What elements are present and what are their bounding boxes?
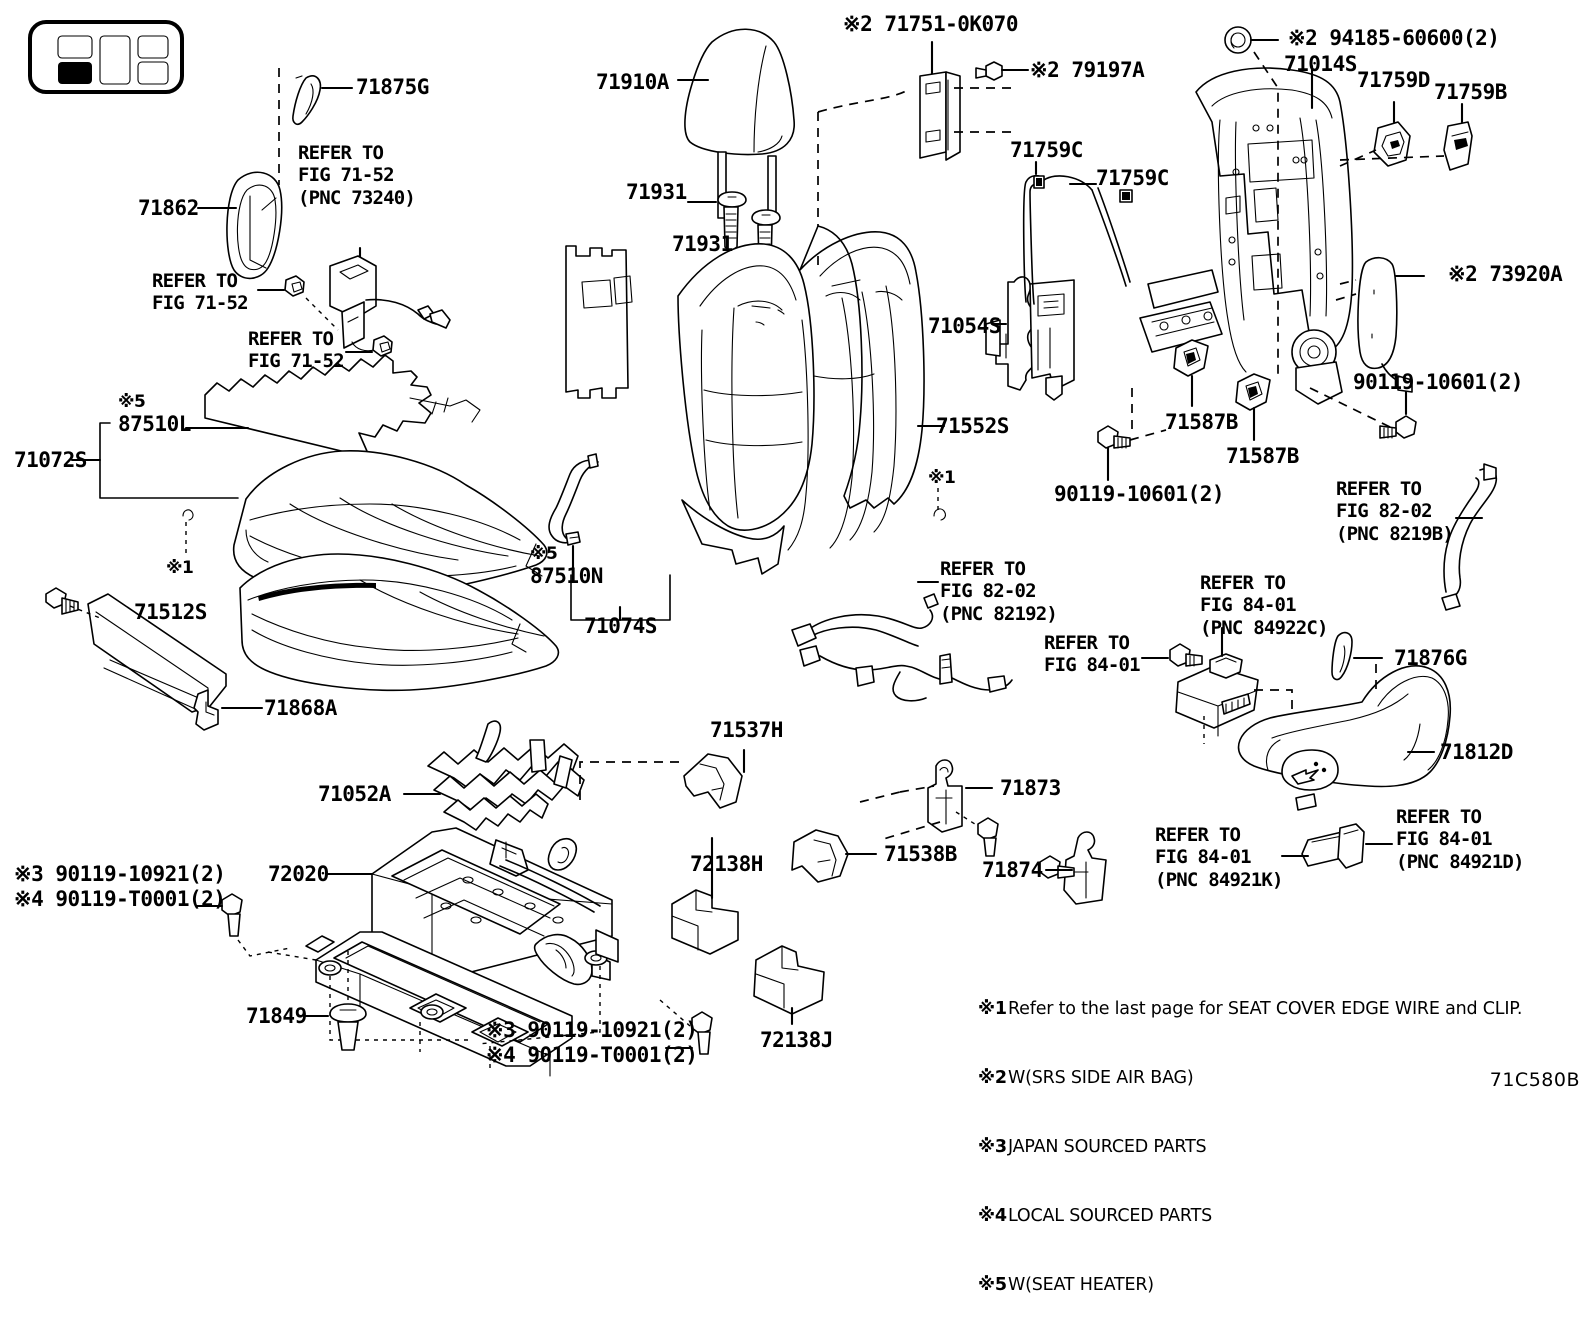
mark1-hook-left-art [182, 509, 194, 556]
part-71054S-art [985, 160, 1133, 401]
refer-fig71-52-pnc73240: REFER TO FIG 71-52 (PNC 73240) [298, 142, 416, 209]
callout-71512S: 71512S [134, 600, 207, 624]
part-71862-art [196, 171, 283, 280]
callout-71876G: 71876G [1394, 646, 1467, 670]
part-71910A-art [676, 28, 795, 223]
callout-71587B-a: 71587B [1165, 410, 1238, 434]
legend-mark-2: ※2 [978, 1068, 1007, 1088]
legend-row-2: ※2W(SRS SIDE AIR BAG) [978, 1067, 1522, 1090]
part-71014S-frame-art [1097, 26, 1473, 482]
callout-71910A: 71910A [596, 70, 669, 94]
callout-72020: 72020 [268, 862, 329, 886]
part-71931-bolts-art [686, 191, 781, 270]
callout-71054S: 71054S [928, 314, 1001, 338]
mark-5-seatback-heater: ※5 [530, 544, 558, 564]
mark-1-cushion: ※1 [166, 558, 194, 578]
callout-71759D: 71759D [1357, 68, 1430, 92]
refer-fig71-52-a: REFER TO FIG 71-52 [152, 270, 249, 315]
callout-71868A: 71868A [264, 696, 337, 720]
callout-71931-a: 71931 [626, 180, 687, 204]
refer-fig84-01-left: REFER TO FIG 84-01 [1044, 632, 1141, 677]
legend-row-3: ※3JAPAN SOURCED PARTS [978, 1136, 1522, 1159]
callout-71014S: 71014S [1284, 52, 1357, 76]
callout-72138J: 72138J [760, 1028, 833, 1052]
callout-72138H: 72138H [690, 852, 763, 876]
callout-71759B: 71759B [1434, 80, 1507, 104]
legend-text-4: LOCAL SOURCED PARTS [1008, 1206, 1212, 1226]
mark-5-cushion-heater: ※5 [118, 392, 146, 412]
seat-cushion-pad-art [232, 450, 548, 597]
callout-90119-10601-b: 90119-10601(2) [1353, 370, 1524, 394]
legend-mark-1: ※1 [978, 999, 1007, 1019]
refer-fig82-02-pnc8219B: REFER TO FIG 82-02 (PNC 8219B) [1336, 478, 1454, 545]
callout-90119-10601-a: 90119-10601(2) [1054, 482, 1225, 506]
callout-94185-60600: ※2 94185-60600(2) [1288, 26, 1500, 50]
callout-71538B: 71538B [884, 842, 957, 866]
callout-71812D: 71812D [1440, 740, 1513, 764]
mark1-hook-middle-art [933, 488, 946, 521]
callout-71072S: 71072S [14, 448, 87, 472]
figure-code: 71C580B [1489, 1069, 1580, 1091]
callout-90119-bottom-left: ※3 90119-10921(2) ※4 90119-T0001(2) [14, 862, 226, 911]
refer-fig84-01-pnc84922C: REFER TO FIG 84-01 (PNC 84922C) [1200, 572, 1328, 639]
callout-79197A: ※2 79197A [1030, 58, 1145, 82]
seatback-board-art [565, 245, 633, 399]
callout-71849: 71849 [246, 1004, 307, 1028]
part-71552S-art [799, 225, 946, 549]
callout-71052A: 71052A [318, 782, 391, 806]
callout-90119-bottom-middle: ※3 90119-10921(2) ※4 90119-T0001(2) [486, 1018, 698, 1067]
refer-fig84-01-pnc84921K: REFER TO FIG 84-01 (PNC 84921K) [1155, 824, 1283, 891]
callout-71873: 71873 [1000, 776, 1061, 800]
legend-notes: ※1Refer to the last page for SEAT COVER … [978, 952, 1522, 1343]
diagram-artwork: .s { fill:none; stroke:#000; stroke-widt… [28, 20, 1498, 1077]
part-71512S-art [239, 553, 560, 692]
callout-71874: 71874 [982, 858, 1043, 882]
legend-text-2: W(SRS SIDE AIR BAG) [1008, 1068, 1194, 1088]
legend-mark-3: ※3 [978, 1137, 1007, 1157]
callout-71759C-b: 71759C [1096, 166, 1169, 190]
refer-fig71-52-b: REFER TO FIG 71-52 [248, 328, 345, 373]
refer-fig82-02-pnc82192: REFER TO FIG 82-02 (PNC 82192) [940, 558, 1058, 625]
callout-87510N: 87510N [530, 564, 603, 588]
callout-87510L: 87510L [118, 412, 191, 436]
callout-71074S: 71074S [584, 614, 657, 638]
callout-71587B-b: 71587B [1226, 444, 1299, 468]
mark-1-seatback: ※1 [928, 468, 956, 488]
legend-text-1: Refer to the last page for SEAT COVER ED… [1008, 999, 1523, 1019]
switch-84922C-art [1140, 626, 1293, 744]
legend-mark-4: ※4 [978, 1206, 1007, 1226]
callout-71862: 71862 [138, 196, 199, 220]
callout-71759C-a: 71759C [1010, 138, 1083, 162]
seat-position-indicator-art [28, 20, 184, 94]
legend-row-4: ※4LOCAL SOURCED PARTS [978, 1205, 1522, 1228]
callout-71537H: 71537H [710, 718, 783, 742]
callout-71751-0K070: ※2 71751-0K070 [843, 12, 1018, 36]
legend-mark-5: ※5 [978, 1275, 1007, 1295]
refer-fig84-01-pnc84921D: REFER TO FIG 84-01 (PNC 84921D) [1396, 806, 1524, 873]
parts-diagram-sheet: .s { fill:none; stroke:#000; stroke-widt… [14, 12, 1580, 1295]
seatback-cushion-art [677, 243, 815, 575]
legend-row-5: ※5W(SEAT HEATER) [978, 1274, 1522, 1297]
legend-text-3: JAPAN SOURCED PARTS [1008, 1137, 1207, 1157]
callout-73920A: ※2 73920A [1448, 262, 1563, 286]
callout-71875G: 71875G [356, 75, 429, 99]
legend-row-1: ※1Refer to the last page for SEAT COVER … [978, 998, 1522, 1021]
part-71751-0K070-art [817, 40, 1030, 270]
callout-71552S: 71552S [936, 414, 1009, 438]
callout-71931-b: 71931 [672, 232, 733, 256]
legend-text-5: W(SEAT HEATER) [1008, 1275, 1154, 1295]
part-71052A-art [402, 720, 585, 831]
